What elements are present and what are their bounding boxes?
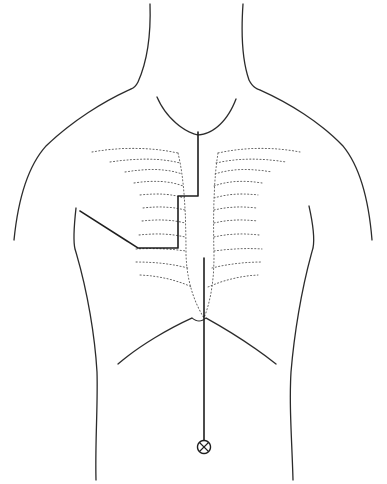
right-armpit-outline [309,206,314,248]
crossed-circle-icon [198,441,211,454]
neckline-outline [157,97,236,135]
left-flank-outline [75,249,97,480]
left-armpit-outline [74,208,76,249]
right-costal-margin [206,318,276,364]
neck-left-outline [131,4,150,89]
right-shoulder-arm-outline [260,90,372,240]
right-flank-outline [290,248,313,480]
rib-cage-dotted [92,148,300,318]
lead-path-line [80,132,198,248]
left-costal-margin [118,318,192,364]
neck-right-outline [242,4,260,90]
left-shoulder-arm-outline [14,89,131,240]
